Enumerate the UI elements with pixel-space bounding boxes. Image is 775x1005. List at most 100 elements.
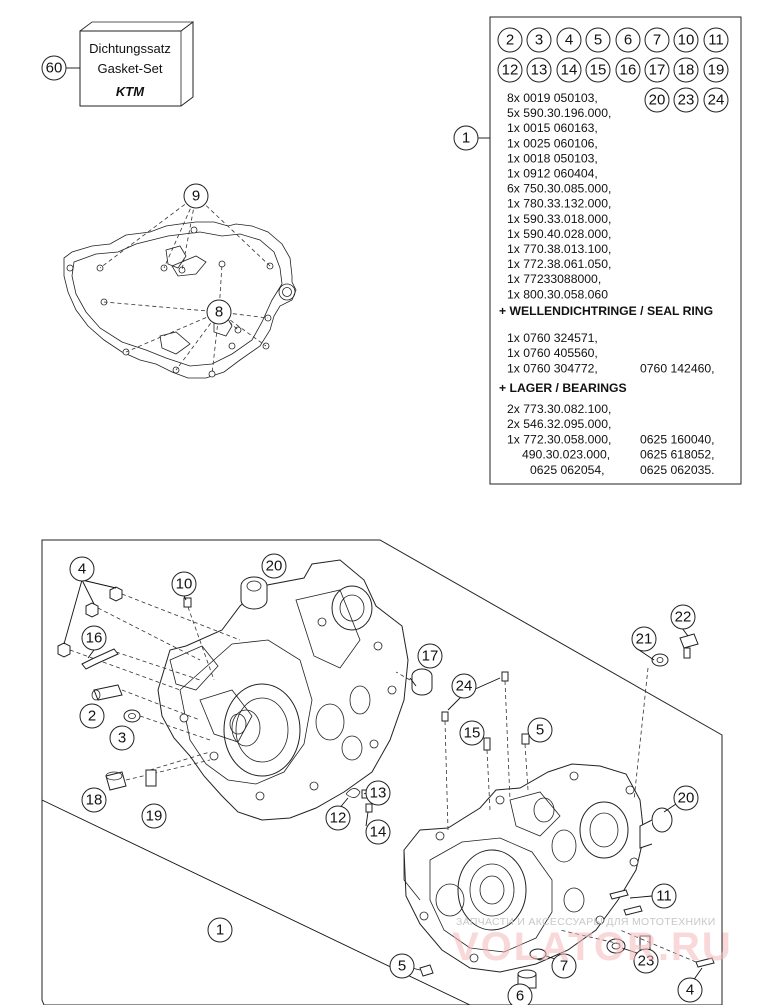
kit-ref-15: 15 <box>585 57 611 83</box>
svg-text:4: 4 <box>565 32 573 49</box>
callout-23: 23 <box>633 948 659 974</box>
svg-text:14: 14 <box>370 824 387 841</box>
svg-text:2: 2 <box>88 708 96 725</box>
callout-6: 6 <box>507 983 533 1005</box>
callout-13: 13 <box>365 780 391 806</box>
svg-text:7: 7 <box>653 32 661 49</box>
callout-4: 4 <box>69 556 95 582</box>
kit-part-line: 1x 0912 060404, <box>507 167 598 181</box>
bearing-line-left: 0625 062054, <box>530 463 605 477</box>
kit-part-line: 1x 772.38.061.050, <box>507 257 611 271</box>
svg-text:9: 9 <box>192 188 200 205</box>
svg-text:13: 13 <box>531 62 548 79</box>
svg-text:18: 18 <box>86 792 103 809</box>
kit-ref-17: 17 <box>644 57 670 83</box>
watermark-site: VOLATOR.RU <box>452 925 733 969</box>
kit-ref-14: 14 <box>556 57 582 83</box>
callout-19: 19 <box>141 803 167 829</box>
seal-line-right: 0760 142460, <box>640 361 715 375</box>
gasket-set-box: Dichtungssatz Gasket-Set KTM 60 <box>41 21 194 107</box>
left-crankcase-half <box>157 559 409 821</box>
svg-text:23: 23 <box>638 953 655 970</box>
kit-ref-19: 19 <box>703 57 729 83</box>
callout-24: 24 <box>451 673 477 699</box>
svg-text:20: 20 <box>266 558 283 575</box>
svg-text:19: 19 <box>708 62 725 79</box>
callout-14: 14 <box>365 819 391 845</box>
callout-9: 9 <box>183 183 209 209</box>
svg-text:16: 16 <box>620 62 637 79</box>
svg-text:15: 15 <box>464 725 481 742</box>
callout-3: 3 <box>109 725 135 751</box>
kit-part-line: 1x 0018 050103, <box>507 151 598 165</box>
kit-ref-7: 7 <box>644 27 670 53</box>
kit-ref-10: 10 <box>673 27 699 53</box>
kit-ref-20: 20 <box>644 87 670 113</box>
bearing-line-left: 1x 772.30.058.000, <box>507 432 611 446</box>
svg-text:17: 17 <box>422 648 439 665</box>
kit-ref-2: 2 <box>497 27 523 53</box>
svg-text:24: 24 <box>456 678 473 695</box>
kit-part-line: 1x 780.33.132.000, <box>507 197 611 211</box>
svg-text:2: 2 <box>506 32 514 49</box>
seal-ring-heading: + WELLENDICHTRINGE / SEAL RING <box>499 304 713 318</box>
svg-text:11: 11 <box>708 32 724 49</box>
kit-ref-11: 11 <box>703 27 729 53</box>
svg-text:10: 10 <box>678 32 695 49</box>
kit-ref-3: 3 <box>526 27 552 53</box>
svg-text:20: 20 <box>649 92 666 109</box>
svg-text:1: 1 <box>462 130 470 147</box>
svg-text:19: 19 <box>146 808 163 825</box>
kit-part-line: 5x 590.30.196.000, <box>507 106 611 120</box>
small-parts <box>57 576 715 989</box>
svg-text:22: 22 <box>675 609 692 626</box>
kit-part-list: 8x 0019 050103,5x 590.30.196.000,1x 0015… <box>499 91 715 477</box>
callout-22: 22 <box>670 604 696 630</box>
callout-4: 4 <box>677 977 703 1003</box>
svg-text:16: 16 <box>86 630 103 647</box>
callout-8: 8 <box>206 299 232 325</box>
svg-text:23: 23 <box>678 92 695 109</box>
crankcase-assembly <box>41 539 723 1005</box>
svg-text:5: 5 <box>594 32 602 49</box>
callout-16: 16 <box>81 625 107 651</box>
callout-15: 15 <box>459 720 485 746</box>
watermark: ЗАПЧАСТИ И АКСЕССУАРЫ ДЛЯ МОТОТЕХНИКИ VO… <box>452 916 733 969</box>
svg-text:4: 4 <box>78 561 86 578</box>
callout-5: 5 <box>527 717 553 743</box>
kit-part-line: 1x 77233088000, <box>507 272 601 286</box>
svg-text:20: 20 <box>678 790 695 807</box>
bearing-line-left: 490.30.023.000, <box>522 448 610 462</box>
callout-20: 20 <box>673 785 699 811</box>
seal-line-left: 1x 0760 304772, <box>507 361 598 375</box>
svg-text:3: 3 <box>118 730 126 747</box>
gasket-set-label-en: Gasket-Set <box>97 61 162 76</box>
svg-text:4: 4 <box>686 982 694 999</box>
kit-part-line: 1x 800.30.058.060 <box>507 287 608 301</box>
svg-text:13: 13 <box>370 785 387 802</box>
svg-text:6: 6 <box>516 988 524 1005</box>
kit-part-line: 1x 590.40.028.000, <box>507 227 611 241</box>
kit-ref-13: 13 <box>526 57 552 83</box>
svg-text:18: 18 <box>678 62 695 79</box>
callout-12: 12 <box>325 805 351 831</box>
right-crankcase-half <box>403 763 645 973</box>
callout-2: 2 <box>79 703 105 729</box>
svg-text:21: 21 <box>636 631 653 648</box>
svg-text:11: 11 <box>656 888 672 905</box>
bearing-line-right: 0625 062035. <box>640 463 715 477</box>
svg-text:24: 24 <box>708 92 725 109</box>
callout-21: 21 <box>631 626 657 652</box>
svg-text:15: 15 <box>590 62 607 79</box>
kit-ref-23: 23 <box>673 87 699 113</box>
svg-text:12: 12 <box>502 62 519 79</box>
svg-text:5: 5 <box>536 722 544 739</box>
svg-text:17: 17 <box>649 62 666 79</box>
bearings-heading: + LAGER / BEARINGS <box>499 381 627 395</box>
callout-7: 7 <box>551 953 577 979</box>
svg-text:8: 8 <box>215 304 223 321</box>
